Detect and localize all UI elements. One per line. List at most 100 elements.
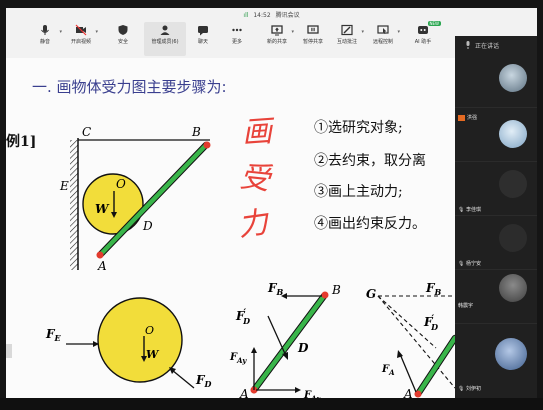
remote-control-button[interactable]: 远程控制 ▾: [366, 22, 400, 56]
pause-share-button[interactable]: 暂停共享: [296, 22, 330, 56]
participant-name-text: 杨宁安: [465, 261, 481, 267]
manage-members-button[interactable]: 管理成员(6): [144, 22, 186, 56]
speaking-mic-icon: [466, 41, 470, 49]
rod-fbd-end-b: [321, 291, 329, 299]
label-a: A: [97, 259, 107, 273]
figure-disk-fbd: FE O W FD: [45, 297, 212, 389]
weight-fbd-arrowhead: [141, 356, 147, 362]
mute-button[interactable]: 静音 ▾: [28, 22, 62, 56]
label-b-fbd: B: [331, 283, 341, 297]
rod-three-force: [415, 335, 455, 397]
rod-ab: [97, 142, 209, 258]
participant-tile[interactable]: 🎙 刘伊初: [455, 324, 537, 398]
participant-tile[interactable]: 韩震宇: [455, 270, 537, 324]
participant-name: 韩震宇: [458, 302, 473, 309]
video-label: 开启视频: [70, 39, 91, 45]
video-off-icon: [75, 24, 87, 36]
force-fd-prime-label-2: F′D: [423, 314, 438, 332]
wall-hatch: [70, 140, 78, 270]
microphone-icon: [41, 25, 49, 35]
force-fd-prime-arrow: [267, 315, 287, 357]
share-screen-icon: [271, 25, 283, 36]
label-a-three-force: A: [403, 387, 413, 398]
step-4: ④画出约束反力。: [314, 216, 426, 232]
avatar: [499, 170, 527, 198]
label-g: G: [366, 287, 376, 301]
new-share-button[interactable]: 新的共享 ▾: [260, 22, 294, 56]
pause-share-icon: [307, 25, 319, 34]
step-3: ③画上主动力;: [314, 184, 403, 200]
participant-panel: 正在讲话 洪强 🎙 李佳琪 🎙 杨宁安 韩震宇 🎙 刘伊初: [455, 36, 537, 398]
chevron-down-icon[interactable]: ▾: [59, 29, 62, 35]
speaking-header: 正在讲话: [455, 38, 537, 52]
avatar: [499, 120, 527, 148]
muted-mic-icon: 🎙: [458, 261, 465, 267]
status-bar: ıll 14:52 腾讯会议: [6, 10, 537, 19]
avatar: [495, 338, 527, 370]
force-fd-prime-label: F′D: [235, 308, 250, 326]
force-fd-label: FD: [195, 373, 212, 389]
more-button[interactable]: 更多: [220, 22, 254, 56]
force-fax-arrowhead: [295, 387, 301, 393]
label-d: D: [142, 219, 153, 233]
handwriting-li: 力: [236, 205, 273, 244]
slide-canvas: 一. 画物体受力图主要步骤为: 例1] ①选研究对象; ②去约束，取分离 ③画上…: [6, 58, 455, 398]
meeting-title: 腾讯会议: [275, 12, 300, 19]
weight-arrowhead: [111, 212, 117, 218]
force-fb-arrowhead: [281, 293, 287, 299]
hinge-a: [96, 251, 104, 259]
dashed-line-ga: [377, 295, 455, 389]
label-o-fbd: O: [145, 324, 154, 337]
bottom-bezel: [0, 398, 543, 410]
participant-tile[interactable]: [455, 54, 537, 108]
force-fa-arrowhead: [397, 350, 403, 358]
handwriting-hua: 画: [241, 114, 277, 151]
chevron-down-icon[interactable]: ▾: [291, 29, 294, 35]
remote-control-icon: [377, 25, 389, 34]
label-e: E: [59, 179, 69, 193]
annotate-button[interactable]: 互动批注 ▾: [330, 22, 364, 56]
participant-name-text: 韩震宇: [458, 303, 474, 309]
chat-button[interactable]: 聊天: [186, 22, 220, 56]
rod-fbd: [251, 293, 327, 393]
more-label: 更多: [231, 39, 242, 45]
slide-left-edge-tab: [6, 344, 12, 358]
presenter-badge-icon: [458, 114, 465, 121]
shared-slide: 一. 画物体受力图主要步骤为: 例1] ①选研究对象; ②去约束，取分离 ③画上…: [6, 58, 455, 398]
force-fb-label: FB: [267, 281, 284, 297]
participant-tile[interactable]: 洪强: [455, 108, 537, 162]
video-button[interactable]: 开启视频 ▾: [64, 22, 98, 56]
security-button[interactable]: 安全: [106, 22, 140, 56]
force-fd-arrowhead: [169, 367, 176, 374]
remote-control-label: 远程控制: [372, 39, 393, 45]
avatar: [499, 64, 527, 92]
more-icon: [232, 28, 242, 32]
muted-mic-icon: 🎙: [458, 386, 465, 392]
participant-tile[interactable]: 🎙 李佳琪: [455, 162, 537, 216]
ai-assistant-label: AI 助手: [414, 39, 432, 45]
label-w: W: [95, 202, 110, 216]
rod-three-force-end-a: [414, 390, 422, 398]
pause-share-label: 暂停共享: [302, 39, 323, 45]
chevron-down-icon[interactable]: ▾: [95, 29, 98, 35]
chevron-down-icon[interactable]: ▾: [397, 29, 400, 35]
participant-tile[interactable]: 🎙 杨宁安: [455, 216, 537, 270]
meeting-time: 14:52: [253, 12, 271, 19]
step-1: ①选研究对象;: [314, 120, 403, 136]
label-d-fbd: D: [297, 341, 309, 355]
participant-name: 洪强: [458, 114, 477, 121]
dashed-line-gd: [377, 295, 437, 349]
signal-icon: ıll: [243, 12, 249, 19]
figure-three-force: G FB F′D FA A: [366, 281, 455, 398]
force-fd-arrow: [171, 369, 195, 389]
step-2: ②去约束，取分离: [314, 152, 426, 169]
annotate-label: 互动批注: [336, 39, 357, 45]
ai-assistant-button[interactable]: NEW AI 助手: [404, 21, 442, 56]
participant-name-text: 洪强: [467, 115, 478, 121]
disk: [82, 173, 144, 235]
hinge-b: [203, 141, 211, 149]
members-icon: [160, 25, 170, 35]
chevron-down-icon[interactable]: ▾: [361, 29, 364, 35]
handwriting-shou: 受: [238, 159, 274, 197]
